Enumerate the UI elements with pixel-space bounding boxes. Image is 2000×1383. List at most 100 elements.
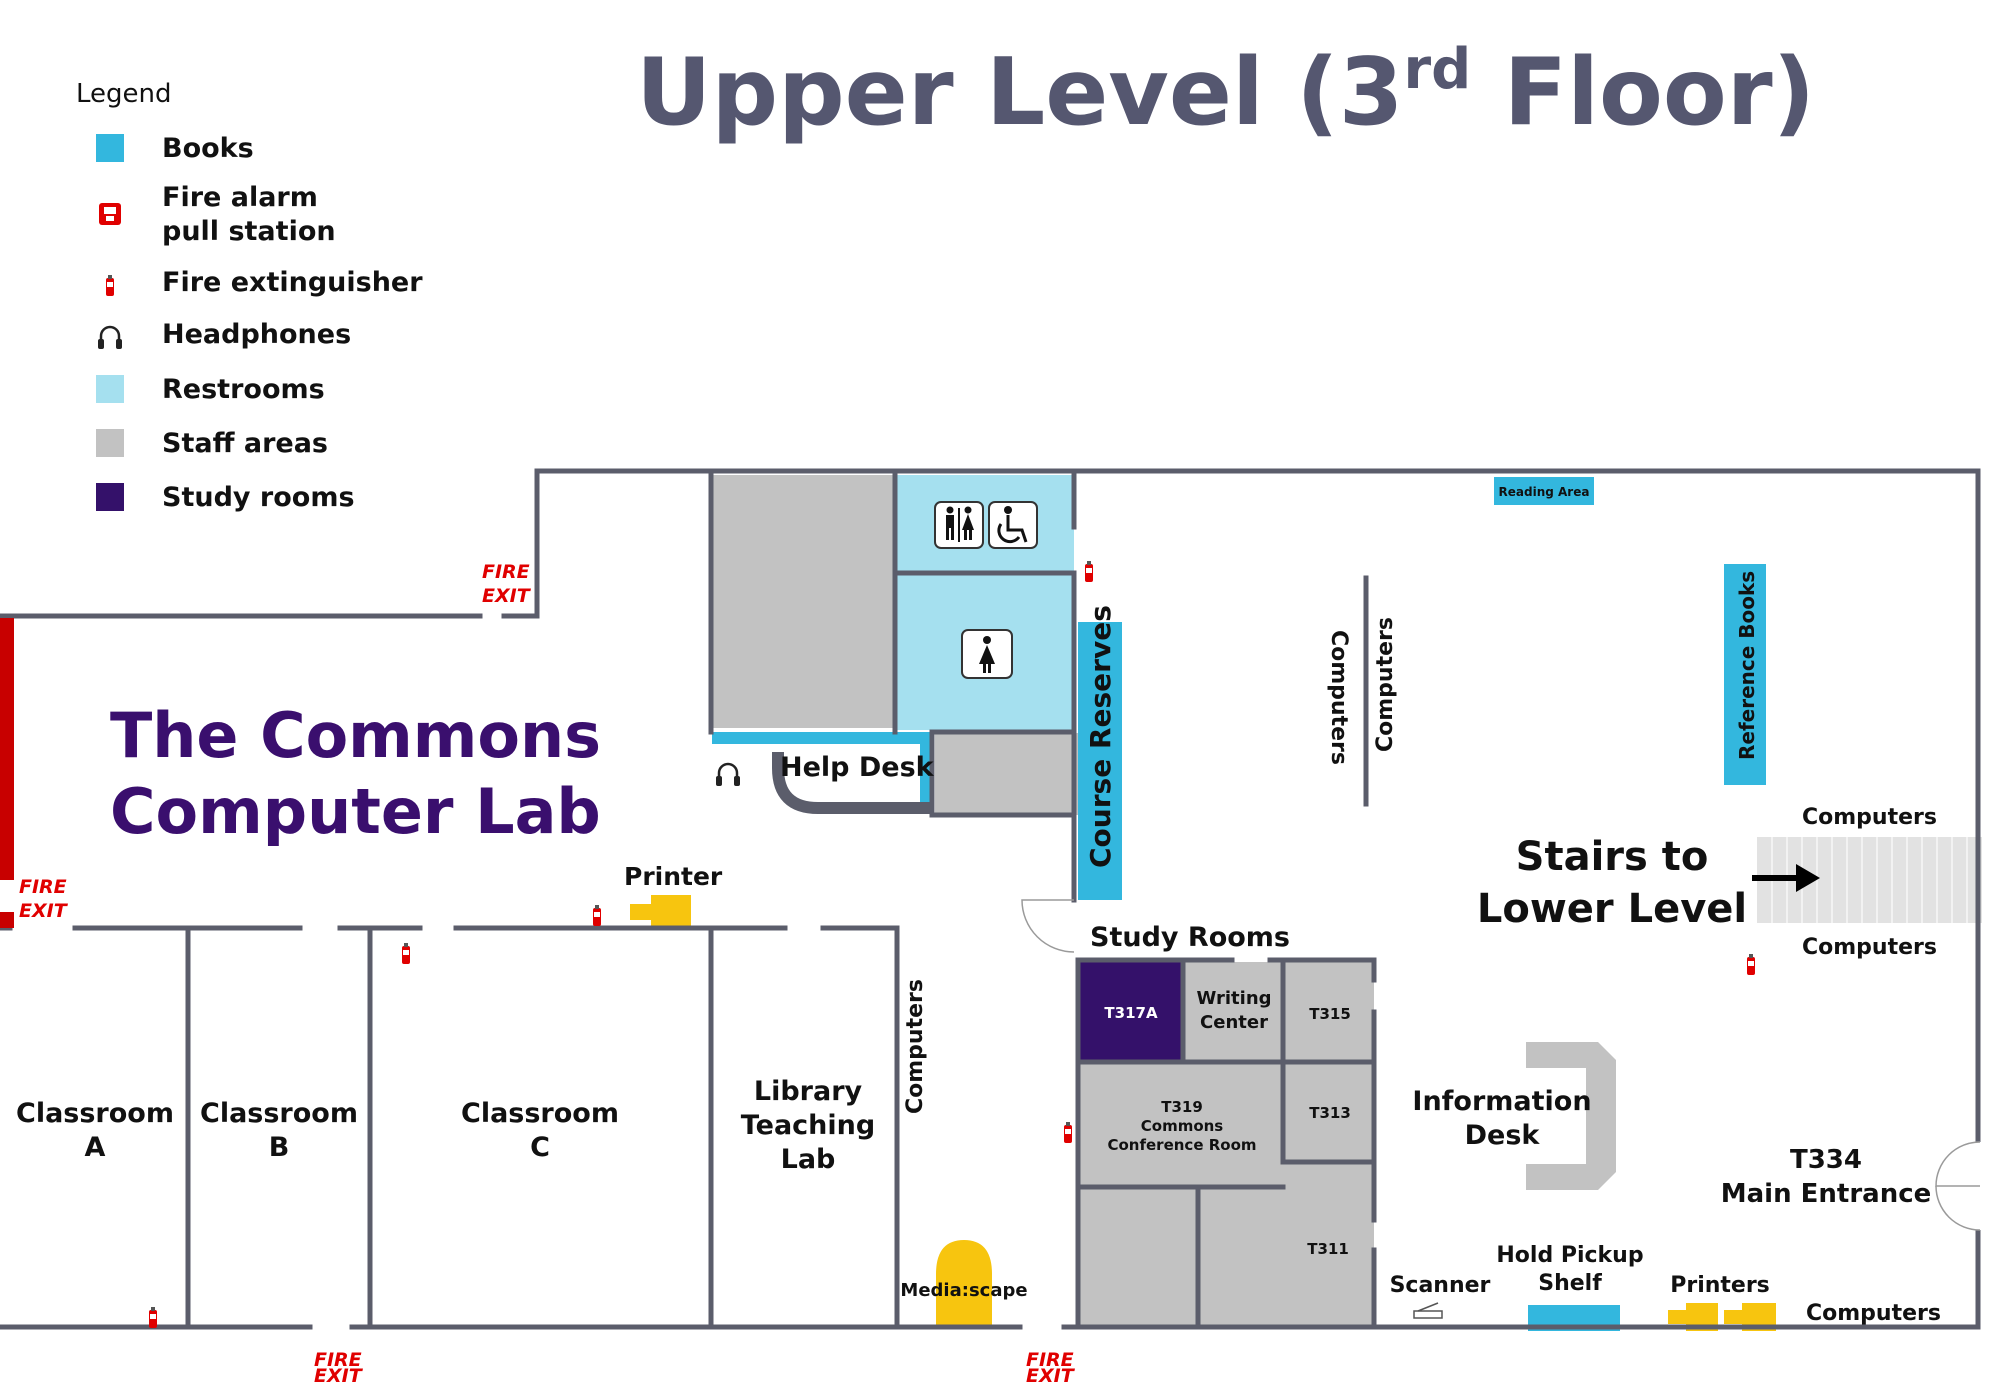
fire-extinguisher-icon <box>149 1307 157 1328</box>
stairs-label-line2: Lower Level <box>1477 886 1747 932</box>
fire-exit-left[interactable]: FIRE EXIT <box>19 876 69 922</box>
svg-text:EXIT: EXIT <box>314 1365 364 1383</box>
stairs-arrow-icon <box>1752 864 1820 892</box>
classroom-a[interactable]: Classroom A <box>16 1098 174 1163</box>
legend-staff-label: Staff areas <box>162 428 328 459</box>
course-reserves-label: Course Reserves <box>1084 605 1117 868</box>
room-t311-label: T311 <box>1307 1240 1349 1258</box>
svg-text:EXIT: EXIT <box>1026 1365 1076 1383</box>
fire-alarm-icon <box>99 203 121 225</box>
commons-title: The Commons Computer Lab <box>110 699 601 848</box>
legend-study-label: Study rooms <box>162 482 355 513</box>
svg-text:Center: Center <box>1200 1012 1268 1033</box>
walls <box>0 468 1981 1330</box>
printers-label: Printers <box>1670 1273 1770 1298</box>
study-room-t317a[interactable] <box>1080 962 1183 1062</box>
hold-pickup-label-line1: Hold Pickup <box>1496 1243 1643 1268</box>
fire-extinguisher-icon <box>402 943 410 964</box>
svg-text:Library: Library <box>754 1076 863 1107</box>
information-desk-label-line1[interactable]: Information <box>1412 1086 1591 1117</box>
computers-label-teaching-lab: Computers <box>903 979 928 1114</box>
svg-text:Lab: Lab <box>781 1144 836 1175</box>
legend-fire-alarm-label-2: pull station <box>162 216 336 247</box>
headphones-icon <box>714 762 742 788</box>
legend: Legend Books Fire alarm pull station Fir… <box>76 79 423 513</box>
computers-label-bottom-right: Computers <box>1806 1301 1941 1326</box>
restrooms <box>897 475 1074 730</box>
mediascape-table <box>936 1240 992 1325</box>
legend-fire-extinguisher-label: Fire extinguisher <box>162 267 423 298</box>
accessible-icon <box>988 501 1038 549</box>
mediascape-label: Media:scape <box>900 1280 1027 1301</box>
course-reserves-shelf <box>1078 622 1122 900</box>
room-t313-label: T313 <box>1309 1104 1351 1122</box>
svg-text:Commons: Commons <box>1141 1117 1224 1135</box>
information-desk-label-line2[interactable]: Desk <box>1465 1120 1541 1151</box>
title-superscript: rd <box>1403 37 1471 102</box>
svg-text:B: B <box>269 1132 290 1163</box>
computers-label-stairs-top: Computers <box>1802 805 1937 830</box>
legend-headphones-label: Headphones <box>162 319 351 350</box>
help-desk-blue-side <box>920 740 932 805</box>
svg-text:FIRE: FIRE <box>19 876 67 898</box>
writing-center[interactable]: Writing Center <box>1196 988 1271 1033</box>
restroom-sign-women <box>961 629 1013 679</box>
reference-books-label: Reference Books <box>1735 571 1759 760</box>
room-t317a-label: T317A <box>1104 1004 1158 1022</box>
computers-label-left-partition: Computers <box>1326 630 1351 765</box>
study-rooms-label: Study Rooms <box>1090 922 1290 953</box>
classroom-c[interactable]: Classroom C <box>461 1098 619 1163</box>
svg-text:C: C <box>530 1132 550 1163</box>
main-entrance-label-line1: T334 <box>1790 1145 1862 1175</box>
title-end: Floor) <box>1471 38 1815 146</box>
legend-fire-alarm-label: Fire alarm <box>162 182 318 213</box>
page-title: Upper Level (3rd Floor) <box>636 37 1815 146</box>
fire-extinguisher-icon <box>106 275 114 296</box>
classroom-b[interactable]: Classroom B <box>200 1098 358 1163</box>
library-teaching-lab[interactable]: Library Teaching Lab <box>741 1076 875 1175</box>
fire-extinguisher-icon <box>1085 561 1093 582</box>
fire-extinguisher-icon <box>1747 954 1755 975</box>
fire-exit-door-left[interactable] <box>0 618 14 880</box>
svg-text:A: A <box>85 1132 106 1163</box>
printer-label: Printer <box>624 862 723 891</box>
svg-text:FIRE: FIRE <box>314 1349 362 1371</box>
reference-books-shelf <box>1724 564 1766 785</box>
svg-text:EXIT: EXIT <box>482 585 532 607</box>
fire-exit-bottom-left[interactable]: FIRE EXIT <box>314 1349 364 1383</box>
help-desk-counter <box>772 752 930 814</box>
legend-books-label: Books <box>162 133 254 164</box>
study-swatch <box>96 483 124 511</box>
svg-text:EXIT: EXIT <box>19 900 69 922</box>
room-t319[interactable]: T319 Commons Conference Room <box>1107 1098 1256 1154</box>
study-rooms-door[interactable] <box>1021 899 1075 953</box>
reading-area-label: Reading Area <box>1499 485 1590 499</box>
reading-area-shelf <box>1494 477 1594 505</box>
svg-text:FIRE: FIRE <box>1026 1349 1074 1371</box>
commons-title-line2: Computer Lab <box>110 775 601 848</box>
legend-restrooms-label: Restrooms <box>162 374 325 405</box>
svg-text:Classroom: Classroom <box>200 1098 358 1129</box>
help-desk-label[interactable]: Help Desk <box>780 752 935 783</box>
printer-commons <box>630 895 691 929</box>
svg-text:Classroom: Classroom <box>461 1098 619 1129</box>
computers-label-stairs-bottom: Computers <box>1802 935 1937 960</box>
headphones-icon <box>96 325 124 351</box>
fire-exit-bottom-center[interactable]: FIRE EXIT <box>1026 1349 1076 1383</box>
information-desk <box>1526 1042 1616 1190</box>
computers-label-right-partition: Computers <box>1373 617 1398 752</box>
books-swatch <box>96 134 124 162</box>
fire-extinguisher-icon <box>593 905 601 926</box>
scanner-icon <box>1413 1302 1443 1319</box>
hold-pickup-label-line2: Shelf <box>1538 1271 1602 1296</box>
fire-exit-top[interactable]: FIRE EXIT <box>482 561 532 607</box>
fire-exit-door-left-lower[interactable] <box>0 912 14 928</box>
main-entrance-doors[interactable] <box>1935 1141 1981 1231</box>
scanner-label: Scanner <box>1390 1273 1491 1298</box>
restroom-swatch <box>96 375 124 403</box>
help-desk-blue-strip <box>712 732 932 744</box>
svg-text:Conference Room: Conference Room <box>1107 1136 1256 1154</box>
room-t315-label: T315 <box>1309 1005 1351 1023</box>
